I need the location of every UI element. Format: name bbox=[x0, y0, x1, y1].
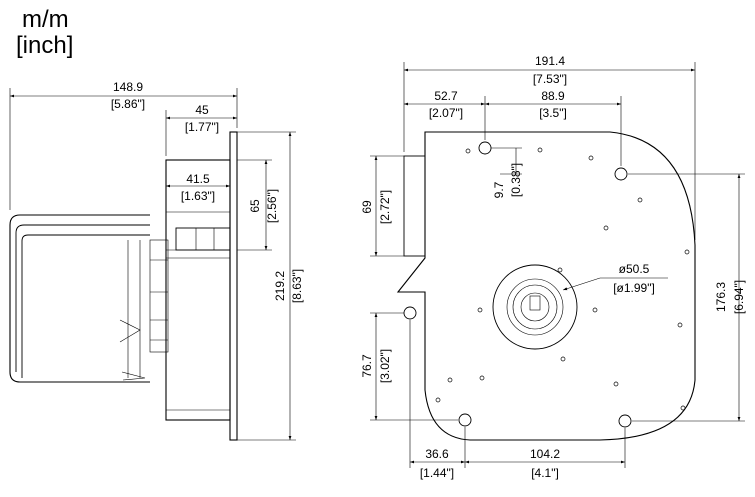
mount-hole bbox=[618, 414, 632, 428]
blower-housing-front bbox=[396, 131, 696, 441]
dim-label-inch: [6.94"] bbox=[732, 280, 746, 314]
blower-housing-side bbox=[165, 131, 238, 441]
side-view: 148.9 [5.86"] 45 [1.77"] 41.5 [1.63"] 65… bbox=[9, 80, 304, 441]
dim-label-inch: [1.77"] bbox=[185, 120, 219, 134]
dim-overall-height-side: 219.2 [8.63"] bbox=[237, 131, 304, 441]
dim-label-mm: ø50.5 bbox=[619, 262, 650, 276]
dim-label-mm: 191.4 bbox=[535, 54, 565, 68]
dim-label-inch: [1.44"] bbox=[420, 466, 454, 480]
units-legend: m/m [inch] bbox=[16, 6, 73, 59]
dim-hole-spacing: 88.9 [3.5"] bbox=[485, 89, 622, 166]
dim-label-mm: 219.2 bbox=[273, 271, 287, 301]
dim-label-inch: [3.02"] bbox=[378, 349, 392, 383]
dim-overall-width-side: 148.9 [5.86"] bbox=[9, 80, 238, 210]
motor-body bbox=[9, 214, 169, 383]
dim-bottom-spacing: 104.2 [4.1"] bbox=[465, 428, 626, 480]
dim-hole-drop: 9.7 [0.38"] bbox=[491, 147, 523, 198]
dim-hole-offset: 52.7 [2.07"] bbox=[404, 89, 486, 140]
dim-label-inch: [2.07"] bbox=[429, 106, 463, 120]
front-view: 191.4 [7.53"] 52.7 [2.07"] 88.9 [3.5"] 9… bbox=[360, 54, 746, 480]
unit-metric: m/m bbox=[22, 6, 69, 33]
mount-hole bbox=[478, 141, 492, 155]
dim-label-mm: 41.5 bbox=[186, 172, 210, 186]
dim-label-mm: 36.6 bbox=[425, 447, 449, 461]
dim-label-inch: [2.56"] bbox=[265, 189, 279, 223]
mount-hole bbox=[458, 413, 472, 427]
dim-label-mm: 9.7 bbox=[492, 181, 506, 198]
dim-label-inch: [ø1.99"] bbox=[613, 281, 655, 295]
dim-outlet-height-front: 69 [2.72"] bbox=[360, 155, 404, 257]
dim-label-inch: [5.86"] bbox=[111, 97, 145, 111]
dim-label-mm: 104.2 bbox=[530, 447, 560, 461]
dim-label-inch: [1.63"] bbox=[181, 189, 215, 203]
dim-overall-width-front: 191.4 [7.53"] bbox=[403, 54, 696, 240]
dim-label-inch: [3.5"] bbox=[539, 106, 567, 120]
unit-imperial: [inch] bbox=[16, 32, 73, 59]
dim-flange-depth: 45 [1.77"] bbox=[165, 103, 237, 156]
dim-right-height: 176.3 [6.94"] bbox=[628, 173, 746, 422]
mount-hole bbox=[403, 306, 417, 320]
dim-label-mm: 148.9 bbox=[113, 80, 143, 94]
dim-label-inch: [7.53"] bbox=[533, 72, 567, 86]
hub-outer bbox=[492, 264, 578, 350]
dim-left-height: 76.7 [3.02"] bbox=[360, 312, 458, 421]
dim-bottom-offset: 36.6 [1.44"] bbox=[409, 320, 466, 480]
dim-label-mm: 65 bbox=[248, 199, 262, 213]
dim-label-mm: 45 bbox=[195, 103, 209, 117]
dim-label-inch: [0.38"] bbox=[509, 163, 523, 197]
dim-hub-diameter: ø50.5 [ø1.99"] bbox=[562, 262, 668, 295]
dim-label-mm: 88.9 bbox=[541, 89, 565, 103]
dim-label-inch: [4.1"] bbox=[531, 466, 559, 480]
dim-label-mm: 176.3 bbox=[714, 282, 728, 312]
mount-hole bbox=[614, 167, 628, 181]
dim-outlet-height-side: 65 [2.56"] bbox=[237, 159, 279, 251]
dim-label-mm: 76.7 bbox=[360, 354, 374, 378]
dim-inner-depth: 41.5 [1.63"] bbox=[166, 172, 230, 203]
dim-label-mm: 52.7 bbox=[434, 89, 458, 103]
dim-label-mm: 69 bbox=[360, 200, 374, 214]
rivet-dots bbox=[435, 147, 690, 411]
dim-label-inch: [2.72"] bbox=[378, 190, 392, 224]
dim-label-inch: [8.63"] bbox=[290, 269, 304, 303]
